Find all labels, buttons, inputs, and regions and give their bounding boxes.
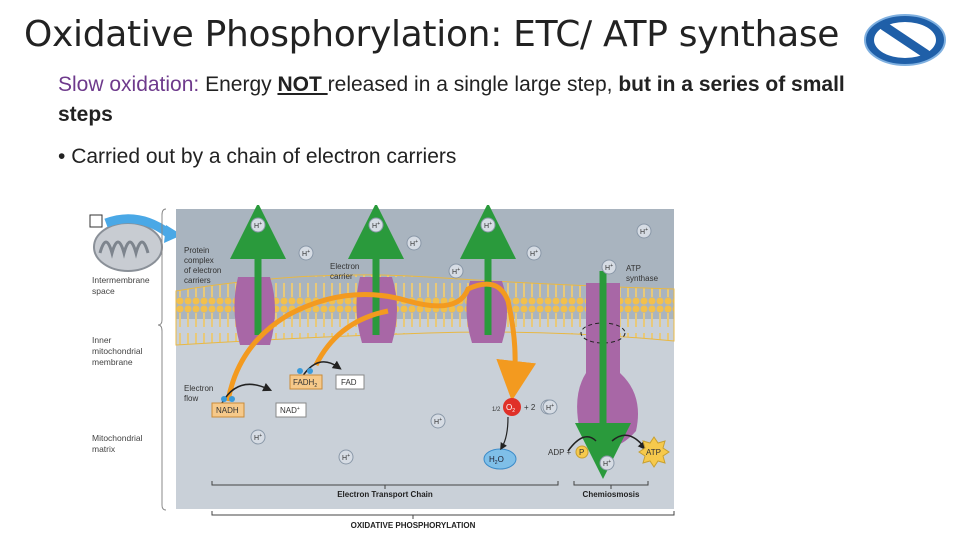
water-sub: 2 bbox=[495, 460, 498, 466]
protein-complex-line-1: Protein bbox=[184, 246, 209, 255]
mitochondrion-icon bbox=[89, 214, 182, 272]
slow-oxidation-lead: Slow oxidation: bbox=[58, 73, 200, 96]
oxphos-label: OXIDATIVE PHOSPHORYLATION bbox=[351, 521, 476, 530]
svg-text:H+: H+ bbox=[484, 221, 492, 230]
fadh2-box: FADH2 bbox=[289, 368, 323, 390]
svg-text:H+: H+ bbox=[452, 267, 460, 276]
electron-flow-label: Electron flow bbox=[184, 384, 216, 403]
svg-text:H+: H+ bbox=[434, 417, 442, 426]
etc-label: Electron Transport Chain bbox=[337, 490, 433, 499]
svg-text:H+: H+ bbox=[605, 263, 613, 272]
atp-synthase-line-1: ATP bbox=[626, 264, 641, 273]
svg-text:FADH2: FADH2 bbox=[293, 378, 317, 389]
nad-sup: + bbox=[297, 406, 300, 412]
no-entry-icon bbox=[864, 14, 946, 66]
electron-flow-line-2: flow bbox=[184, 394, 198, 403]
paragraph-text-1: Energy bbox=[199, 73, 278, 96]
fadh2-sub: 2 bbox=[314, 383, 317, 389]
oxygen-reaction: 1/2 O2 + 2 H+ bbox=[492, 398, 558, 416]
adp-p: ADP + P bbox=[548, 445, 589, 459]
fad-box: FAD bbox=[335, 374, 365, 390]
intermembrane-label: Intermembrane space bbox=[92, 275, 152, 296]
protein-complex-line-2: complex bbox=[184, 256, 214, 265]
nadh-box: NADH bbox=[211, 396, 245, 418]
svg-text:H2O: H2O bbox=[489, 455, 504, 466]
paragraph-text-2: released in a single large step, bbox=[327, 73, 619, 96]
fadh2-text: FADH bbox=[293, 378, 315, 387]
intermembrane-line-1: Intermembrane bbox=[92, 275, 150, 285]
nad-box: NAD+ bbox=[275, 402, 307, 418]
matrix-label: Mitochondrial matrix bbox=[92, 433, 145, 454]
protein-complex-label: Protein complex of electron carriers bbox=[184, 246, 224, 285]
atp-text: ATP bbox=[646, 448, 661, 457]
bullet-text: Carried out by a chain of electron carri… bbox=[71, 145, 457, 168]
fad-text: FAD bbox=[341, 378, 357, 387]
electron-carrier-line-1: Electron bbox=[330, 262, 359, 271]
water-molecule: H2O bbox=[483, 416, 517, 470]
svg-text:H+: H+ bbox=[254, 433, 262, 442]
o2-sub: 2 bbox=[512, 408, 515, 414]
svg-text:H+: H+ bbox=[546, 403, 554, 412]
slow-oxidation-paragraph: Slow oxidation: Energy NOT released in a… bbox=[58, 70, 888, 130]
svg-text:H+: H+ bbox=[302, 249, 310, 258]
inner-membrane-line-3: membrane bbox=[92, 357, 133, 367]
atp-synthase-line-2: synthase bbox=[626, 274, 659, 283]
plus-2h-ion-sup: + bbox=[551, 403, 554, 409]
o2-text: O bbox=[506, 403, 512, 412]
adp-plus-text: ADP + bbox=[548, 448, 572, 457]
inner-membrane-label: Inner mitochondrial membrane bbox=[92, 335, 145, 367]
bullet-dot: • bbox=[58, 145, 72, 168]
electron-flow-arrows bbox=[225, 281, 537, 402]
proton-pump-arrows bbox=[230, 205, 631, 479]
water-o: O bbox=[498, 455, 504, 464]
electron-carrier-label: Electron carrier bbox=[330, 262, 362, 281]
intermembrane-line-2: space bbox=[92, 286, 115, 296]
svg-text:H+: H+ bbox=[410, 239, 418, 248]
protein-complex-line-4: carriers bbox=[184, 276, 211, 285]
svg-text:H+: H+ bbox=[342, 453, 350, 462]
bullet-item: • Carried out by a chain of electron car… bbox=[58, 145, 456, 169]
svg-text:H+: H+ bbox=[530, 249, 538, 258]
atp-synthase-label: ATP synthase bbox=[626, 264, 659, 283]
not-emphasis: NOT bbox=[277, 73, 328, 96]
plus-2h-text: + 2 bbox=[524, 403, 536, 412]
nad-text: NAD bbox=[280, 406, 297, 415]
paragraph-bold-tail: but in a series of small steps bbox=[58, 73, 845, 126]
svg-text:H+: H+ bbox=[603, 459, 611, 468]
matrix-line-1: Mitochondrial bbox=[92, 433, 143, 443]
svg-text:H+: H+ bbox=[254, 221, 262, 230]
svg-text:NAD+: NAD+ bbox=[280, 406, 300, 415]
electron-carrier-line-2: carrier bbox=[330, 272, 353, 281]
electron-flow-line-1: Electron bbox=[184, 384, 213, 393]
slide-title: Oxidative Phosphorylation: ETC/ ATP synt… bbox=[24, 14, 840, 55]
protein-complex-line-3: of electron bbox=[184, 266, 221, 275]
svg-text:H+: H+ bbox=[640, 227, 648, 236]
water-h: H bbox=[489, 455, 495, 464]
etc-diagram: Intermembrane space Inner mitochondrial … bbox=[89, 205, 675, 530]
half-text: 1/2 bbox=[492, 407, 501, 413]
inner-membrane-line-1: Inner bbox=[92, 335, 112, 345]
plus-2h-ion: H bbox=[546, 405, 551, 412]
svg-text:O2: O2 bbox=[506, 403, 515, 414]
proton-ions: H+ H+ H+ H+ H+ H+ H+ H+ H+ H+ H+ H+ H+ H… bbox=[250, 217, 652, 471]
inner-membrane-line-2: mitochondrial bbox=[92, 346, 143, 356]
matrix-line-2: matrix bbox=[92, 444, 116, 454]
atp-starburst: ATP bbox=[638, 436, 670, 468]
chemiosmosis-label: Chemiosmosis bbox=[583, 490, 640, 499]
nadh-text: NADH bbox=[216, 406, 239, 415]
p-text: P bbox=[579, 448, 584, 457]
svg-text:H+: H+ bbox=[372, 221, 380, 230]
